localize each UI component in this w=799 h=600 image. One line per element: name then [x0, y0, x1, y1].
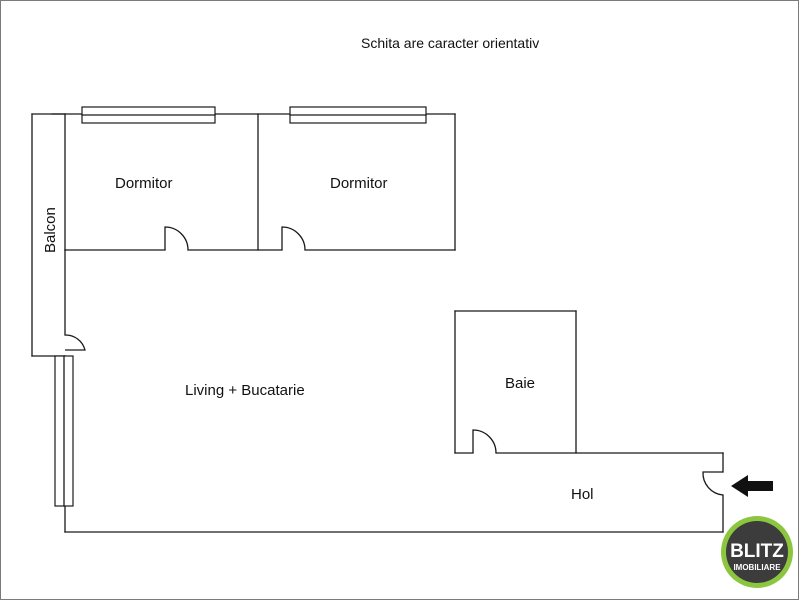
disclaimer-note: Schita are caracter orientativ: [361, 35, 539, 51]
door-bathroom: [472, 429, 497, 454]
room-label-living: Living + Bucatarie: [185, 382, 305, 399]
logo-tagline: IMOBILIARE: [733, 563, 781, 572]
room-label-dormitor-2: Dormitor: [330, 175, 388, 192]
door-entrance: [702, 471, 724, 496]
door-bedroom1: [164, 226, 189, 251]
room-label-baie: Baie: [505, 375, 535, 392]
logo-brand: BLITZ: [730, 541, 784, 562]
door-balcony: [64, 334, 86, 351]
room-label-dormitor-1: Dormitor: [115, 175, 173, 192]
door-bedroom2: [281, 226, 306, 251]
arrow-left-icon: [731, 475, 773, 497]
walls: [31, 113, 724, 533]
logo-disc: [726, 521, 788, 583]
room-label-hol: Hol: [571, 486, 594, 503]
room-label-balcon: Balcon: [42, 207, 59, 253]
blitz-logo: BLITZ IMOBILIARE: [721, 516, 793, 588]
